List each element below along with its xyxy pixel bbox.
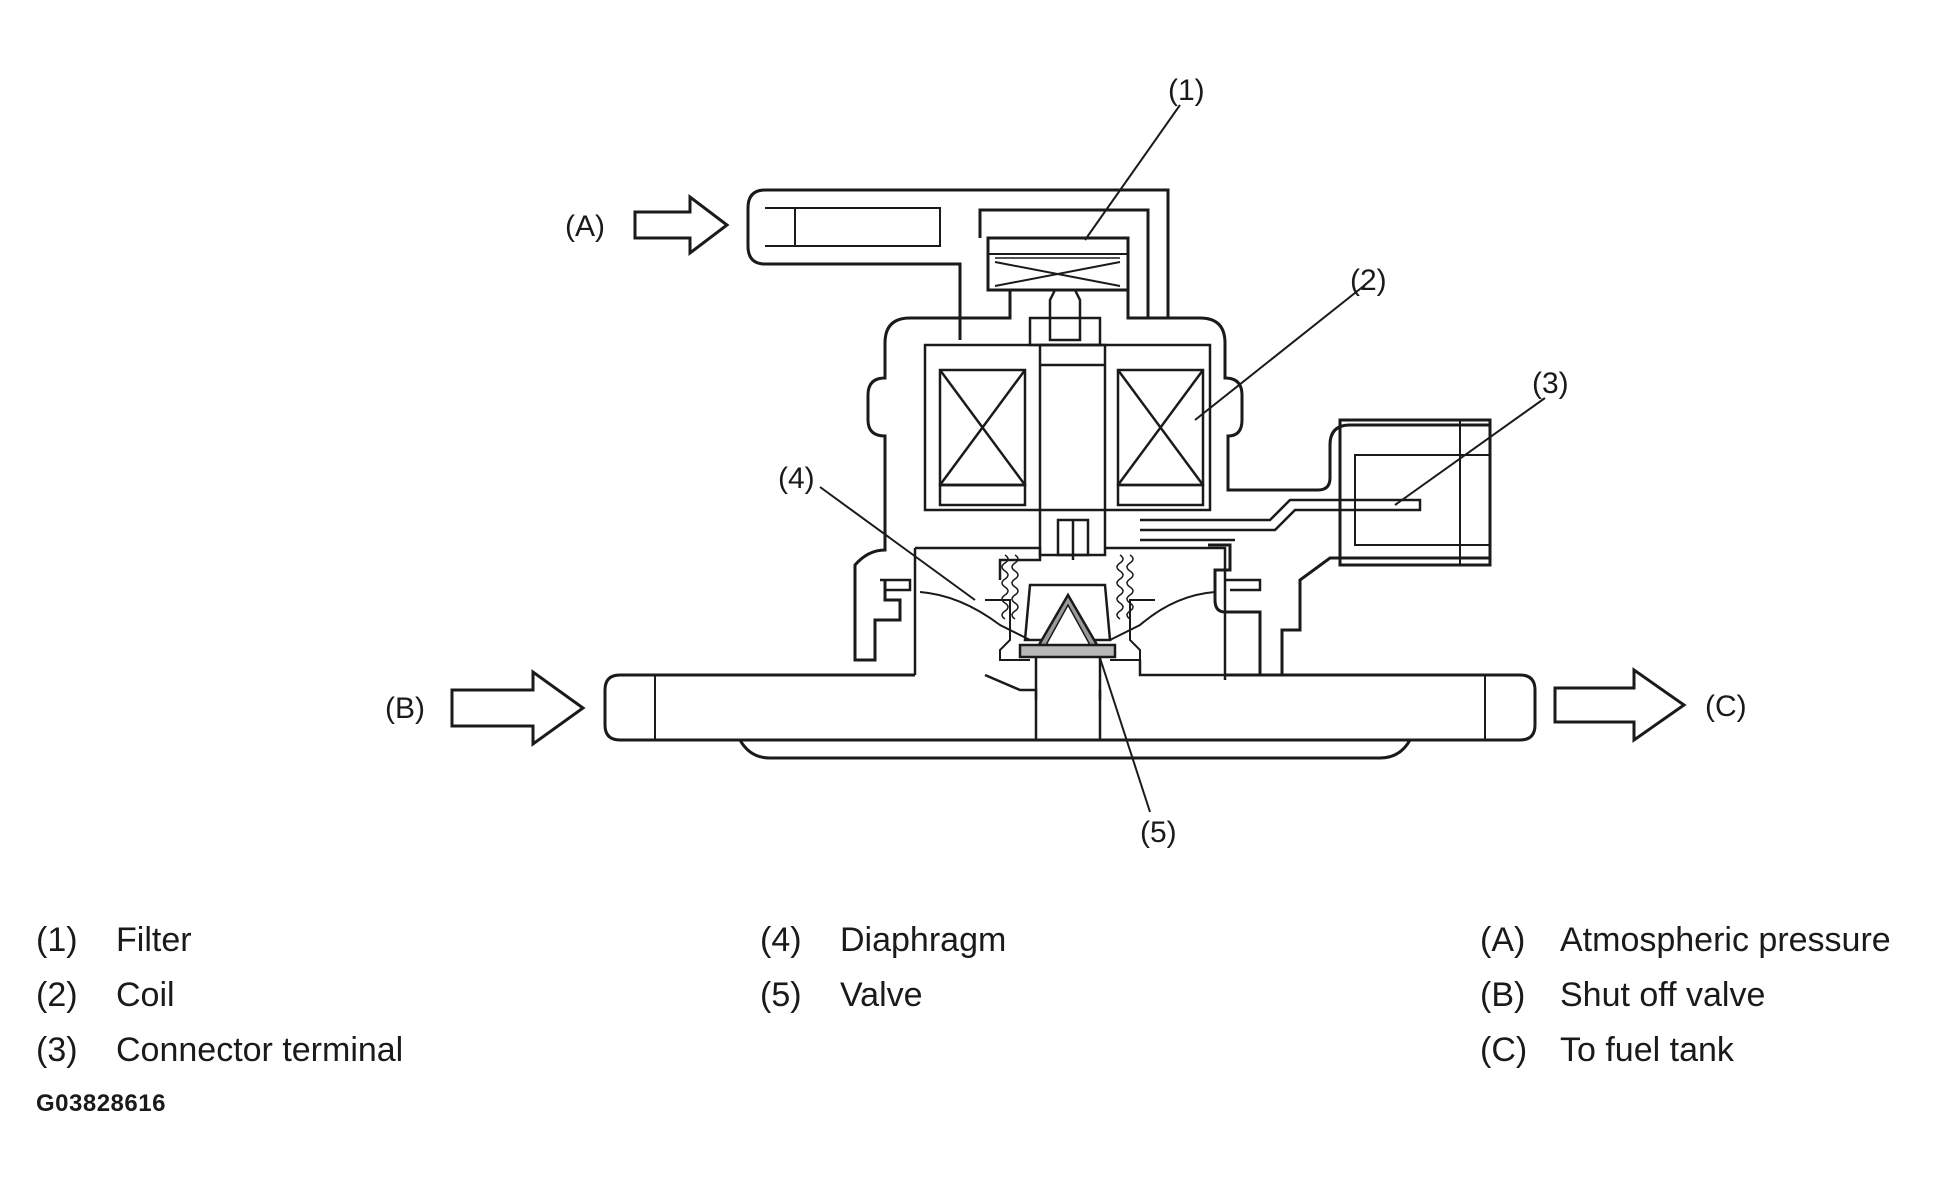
leader-line-5: [1099, 657, 1151, 813]
leader-line-2: [1194, 284, 1366, 421]
filter-element: [986, 236, 1130, 292]
legend-label: Valve: [840, 976, 923, 1014]
leader-line-3: [1394, 397, 1546, 506]
legend-num: (4): [760, 921, 802, 959]
legend-item-atmospheric-pressure: (A) Atmospheric pressure: [1480, 920, 1891, 960]
leader-lines: [819, 104, 1546, 813]
legend-label: Connector terminal: [116, 1031, 404, 1069]
callout-b: (B): [385, 692, 425, 725]
callout-2: (2): [1350, 264, 1387, 297]
legend-item-connector-terminal: (3) Connector terminal: [36, 1030, 403, 1070]
solenoid-housing: [853, 288, 1492, 677]
legend-label: Atmospheric pressure: [1560, 921, 1891, 959]
legend-num: (3): [36, 1031, 78, 1069]
callout-1: (1): [1168, 74, 1205, 107]
legend-num: (5): [760, 976, 802, 1014]
arrow-to-fuel-tank: [1553, 667, 1687, 743]
legend-label: Shut off valve: [1560, 976, 1766, 1014]
callout-a: (A): [565, 210, 605, 243]
legend-num: (A): [1480, 921, 1526, 959]
legend-label: Coil: [116, 976, 175, 1014]
legend-num: (2): [36, 976, 78, 1014]
plunger-core: [1028, 288, 1107, 560]
coil-right: [1116, 368, 1205, 507]
legend-item-diaphragm: (4) Diaphragm: [760, 920, 1006, 960]
valve-poppet: [1018, 583, 1117, 700]
connector-housing: [1338, 418, 1492, 567]
legend-item-to-fuel-tank: (C) To fuel tank: [1480, 1030, 1734, 1070]
legend-num: (B): [1480, 976, 1526, 1014]
spring-left: [1001, 554, 1019, 620]
legend-item-valve: (5) Valve: [760, 975, 923, 1015]
leader-line-1: [1084, 104, 1181, 241]
connector-terminal: [1140, 498, 1422, 542]
leader-line-4: [819, 486, 976, 601]
figure-id: G03828616: [36, 1090, 166, 1117]
legend-label: To fuel tank: [1560, 1031, 1734, 1069]
callout-3: (3): [1532, 367, 1569, 400]
diaphragm: [919, 591, 1216, 661]
legend-label: Filter: [116, 921, 192, 959]
legend-num: (C): [1480, 1031, 1528, 1069]
arrow-shutoff-inlet: [450, 669, 586, 747]
legend-label: Diaphragm: [840, 921, 1007, 959]
spring-right: [1116, 554, 1134, 620]
legend-item-coil: (2) Coil: [36, 975, 175, 1015]
legend-item-shut-off-valve: (B) Shut off valve: [1480, 975, 1765, 1015]
lower-chamber: [880, 546, 1262, 680]
legend-item-filter: (1) Filter: [36, 920, 192, 960]
arrow-atmospheric-inlet: [633, 193, 730, 257]
callout-5: (5): [1140, 816, 1177, 849]
coil-left: [938, 368, 1027, 507]
main-tube: [603, 660, 1537, 760]
callout-4: (4): [778, 462, 815, 495]
callout-c: (C): [1705, 690, 1747, 723]
legend-num: (1): [36, 921, 78, 959]
